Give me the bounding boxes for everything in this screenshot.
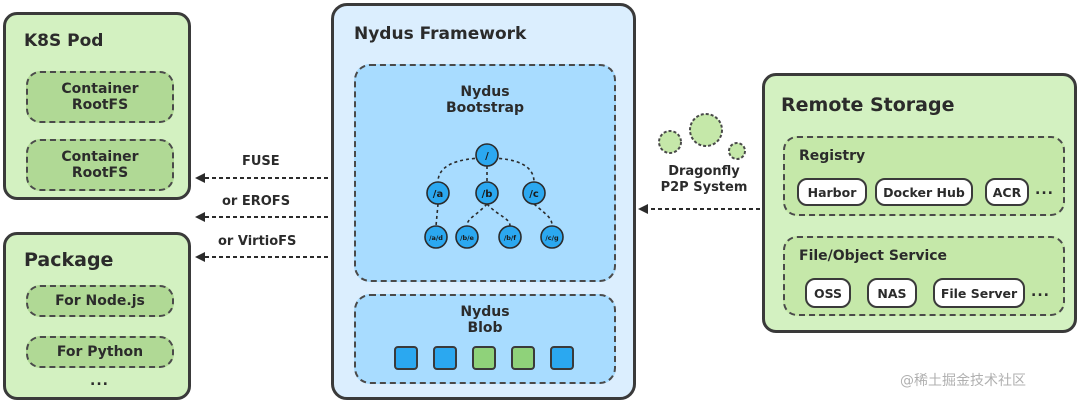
package-title: Package <box>24 249 114 271</box>
tree-a: /a <box>433 189 443 200</box>
k8s-pod-title: K8S Pod <box>24 31 104 51</box>
watermark: @稀土掘金技术社区 <box>900 373 1026 389</box>
file-object-box: File/Object Service OSS NAS File Server … <box>783 236 1065 316</box>
tree-b-e: /b/e <box>460 234 474 242</box>
blob-chunk <box>433 346 457 370</box>
blob-chunk <box>550 346 574 370</box>
registry-title: Registry <box>799 148 866 164</box>
nydus-blob-box: Nydus Blob <box>354 294 616 384</box>
nydus-bootstrap-box: Nydus Bootstrap / <box>354 64 616 282</box>
nydus-framework-panel: Nydus Framework Nydus Bootstrap <box>331 3 636 400</box>
tree-b-f: /b/f <box>504 234 516 242</box>
blob-chunk <box>511 346 535 370</box>
remote-storage-title: Remote Storage <box>781 94 955 116</box>
for-nodejs: For Node.js <box>26 285 174 317</box>
nas-chip: NAS <box>867 278 917 308</box>
acr-chip: ACR <box>985 178 1029 206</box>
file-server-chip: File Server <box>933 278 1025 308</box>
blob-chunk <box>472 346 496 370</box>
dragonfly-label: Dragonfly P2P System <box>660 164 748 195</box>
package-panel: Package For Node.js For Python ... <box>3 232 191 400</box>
registry-box: Registry Harbor Docker Hub ACR ... <box>783 136 1065 216</box>
container-rootfs-1: Container RootFS <box>26 71 174 123</box>
oss-chip: OSS <box>805 278 851 308</box>
tree-a-d: /a/d <box>429 234 443 242</box>
harbor-chip: Harbor <box>797 178 867 206</box>
nydus-bootstrap-title: Nydus Bootstrap <box>446 84 524 116</box>
file-object-ellipsis: ... <box>1031 284 1050 300</box>
virtiofs-label: or VirtioFS <box>218 234 297 249</box>
fuse-label: FUSE <box>242 154 280 169</box>
registry-ellipsis: ... <box>1035 182 1054 198</box>
remote-storage-panel: Remote Storage Registry Harbor Docker Hu… <box>762 73 1077 333</box>
file-object-title: File/Object Service <box>799 248 948 264</box>
dragonfly-cloud-icon <box>658 113 746 160</box>
blob-chunk <box>394 346 418 370</box>
tree-root: / <box>485 151 489 162</box>
package-ellipsis: ... <box>90 373 109 389</box>
tree-c: /c <box>529 189 539 200</box>
container-rootfs-2: Container RootFS <box>26 139 174 191</box>
erofs-label: or EROFS <box>222 194 291 209</box>
blob-chunks <box>394 346 584 370</box>
nydus-framework-title: Nydus Framework <box>354 24 527 44</box>
nydus-blob-title: Nydus Blob <box>460 304 510 336</box>
tree-c-g: /c/g <box>545 234 559 242</box>
tree-b: /b <box>482 189 493 200</box>
k8s-pod-panel: K8S Pod Container RootFS Container RootF… <box>3 12 191 200</box>
for-python: For Python <box>26 336 174 368</box>
docker-hub-chip: Docker Hub <box>875 178 973 206</box>
directory-tree: / /a /b /c /a/d /b/e /b/f /c/g <box>424 143 564 249</box>
